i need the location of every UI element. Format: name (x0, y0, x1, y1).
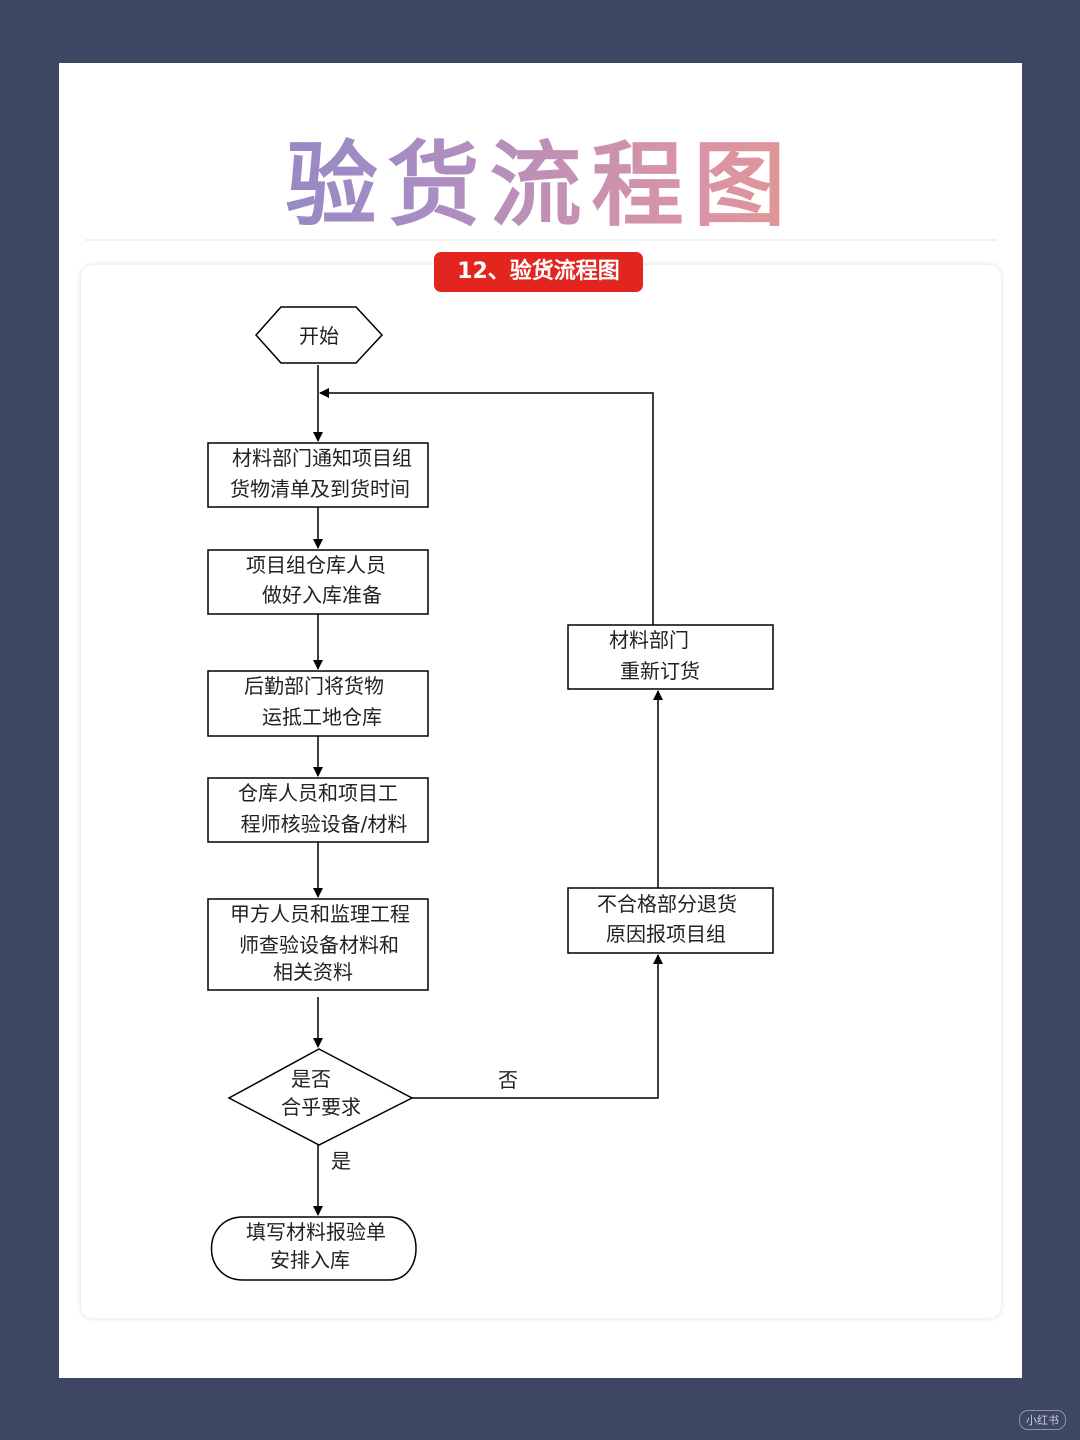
process-verify-label: 仓库人员和项目工 (238, 781, 398, 805)
process-deliver-label: 运抵工地仓库 (262, 705, 382, 729)
edge-reorder-loop (319, 388, 654, 625)
process-verify (207, 777, 429, 843)
process-deliver (207, 670, 429, 737)
process-notify-label: 材料部门通知项目组 (232, 446, 412, 470)
page-title: 验货流程图 (59, 111, 1022, 244)
divider (85, 239, 997, 241)
process-inspect-label: 甲方人员和监理工程 (230, 902, 410, 926)
section-badge: 12、验货流程图 (434, 252, 643, 292)
edge-decision-return (412, 954, 663, 1099)
decision-node-label: 合乎要求 (281, 1095, 361, 1119)
process-deliver-label: 后勤部门将货物 (244, 674, 384, 698)
end-node (210, 1216, 417, 1281)
process-return-label: 原因报项目组 (606, 922, 726, 946)
start-node (254, 306, 384, 364)
process-reorder (567, 624, 774, 690)
process-inspect-label: 相关资料 (273, 960, 353, 984)
edge-label-yes: 是 (331, 1149, 351, 1173)
process-reorder-label: 材料部门 (609, 628, 689, 652)
process-return (567, 887, 774, 954)
process-inspect (207, 898, 429, 991)
process-prepare-label: 项目组仓库人员 (246, 553, 386, 577)
process-prepare (207, 549, 429, 615)
end-node-label: 填写材料报验单 (246, 1220, 386, 1244)
decision-node (227, 1048, 414, 1146)
process-notify-label: 货物清单及到货时间 (230, 477, 410, 501)
start-node-label: 开始 (299, 324, 339, 348)
process-reorder-label: 重新订货 (620, 659, 700, 683)
process-inspect-label: 师查验设备材料和 (239, 933, 399, 957)
edge-label-no: 否 (498, 1068, 518, 1092)
watermark-logo: 小红书 (1019, 1410, 1066, 1430)
page-sheet: 验货流程图 12、验货流程图 (59, 63, 1022, 1378)
decision-node-label: 是否 (291, 1067, 331, 1091)
process-notify (207, 442, 429, 508)
process-return-label: 不合格部分退货 (597, 892, 737, 916)
end-node-label: 安排入库 (270, 1248, 350, 1272)
process-verify-label: 程师核验设备/材料 (241, 812, 408, 836)
process-prepare-label: 做好入库准备 (262, 583, 382, 607)
